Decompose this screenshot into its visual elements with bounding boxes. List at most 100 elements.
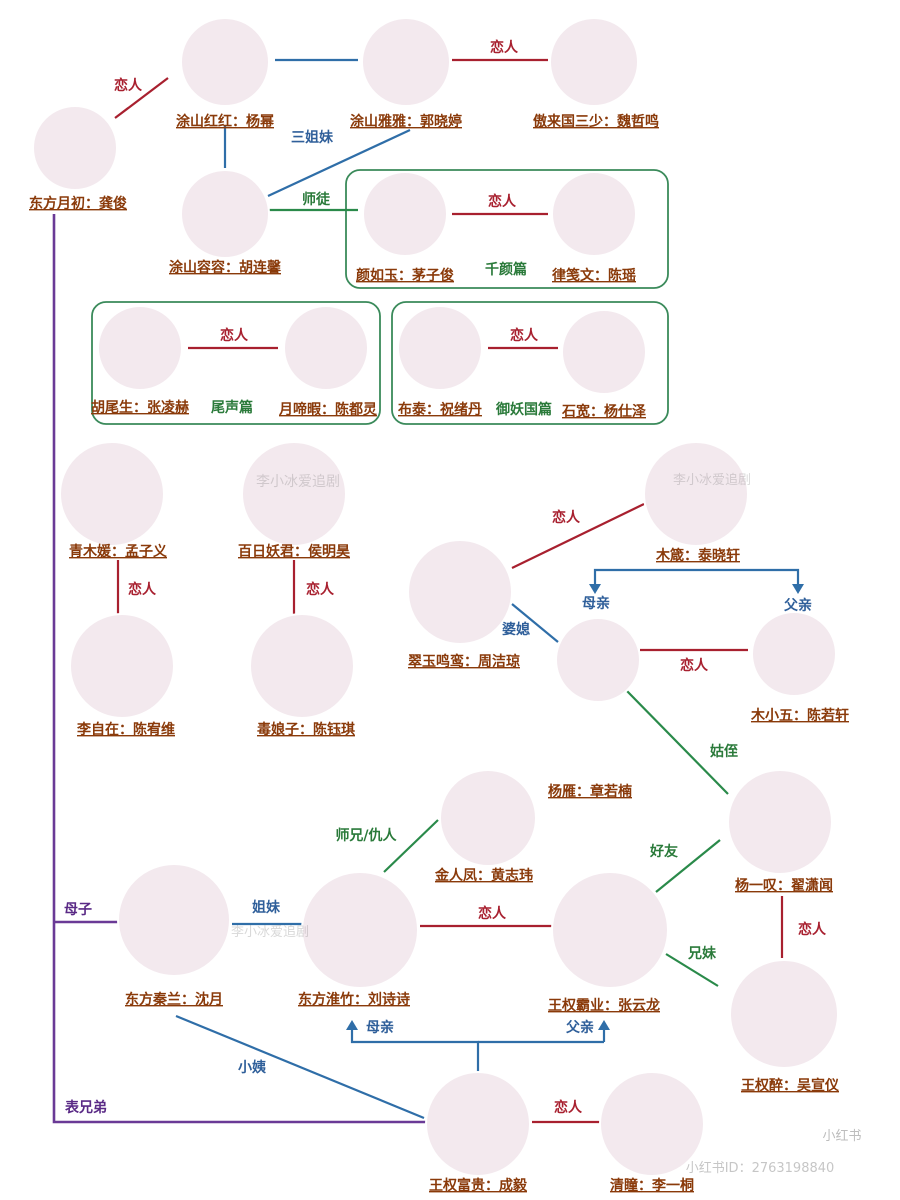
- portrait-aolai-sanshao[interactable]: [549, 17, 639, 107]
- portrait-dongfang-yuechu[interactable]: [32, 105, 118, 191]
- yuyao-group-box: [391, 301, 669, 425]
- name-lv-jianwen: 律笺文：陈瑶: [552, 267, 636, 284]
- arrow-fugui-mother: [346, 1020, 358, 1030]
- name-tushan-rongrong: 涂山容容：胡连馨: [169, 259, 282, 276]
- edge-baye-zui: [665, 953, 719, 987]
- watermark-id: 小红书ID：2763198840: [686, 1160, 835, 1176]
- name-tushan-honghong: 涂山红红：杨幂: [176, 113, 275, 130]
- edge-renfeng-huaizhu: [383, 819, 439, 873]
- edge-muzhen-children: [593, 568, 800, 590]
- portrait-bairi-yaojun[interactable]: [241, 441, 347, 547]
- portrait-dongfang-qinlan[interactable]: [117, 863, 231, 977]
- arrow-father: [792, 584, 804, 594]
- edge-fugui-parents: [350, 1024, 480, 1074]
- name-aolai-sanshao: 傲来国三少：魏哲鸣: [533, 113, 659, 130]
- name-wangquan-baye: 王权霸业：张云龙: [548, 997, 660, 1014]
- edge-yitan-baye: [655, 839, 721, 893]
- name-wangquan-zui: 王权醉：吴宣仪: [741, 1077, 840, 1094]
- edge-xiaoman-yitan: [625, 689, 729, 795]
- portrait-jin-renfeng[interactable]: [439, 769, 537, 867]
- name-yang-yitan: 杨一叹：翟潇闻: [735, 877, 833, 894]
- portrait-tushan-rongrong[interactable]: [180, 169, 270, 259]
- arrow-fugui-father: [598, 1020, 610, 1030]
- name-mu-xiaowu: 木小五：陈若轩: [750, 707, 849, 724]
- rel-weisheng-tixia: 恋人: [220, 327, 249, 344]
- name-jin-renfeng: 金人凤：黄志玮: [434, 867, 533, 884]
- name-mu-zhen: 木箴：泰晓轩: [655, 547, 740, 564]
- name-qing-muyuan: 青木媛：孟子义: [69, 543, 167, 560]
- name-dongfang-qinlan: 东方秦兰：沈月: [125, 991, 223, 1008]
- watermark-handle-3: 李小冰爱追剧: [231, 924, 309, 940]
- rel-father-2: 父亲: [565, 1019, 594, 1036]
- name-yang-yan: 杨雁：章若楠: [548, 783, 632, 800]
- rel-aunt: 小姨: [238, 1059, 267, 1076]
- rel-cousins: 表兄弟: [64, 1099, 107, 1116]
- portrait-shi-kuan[interactable]: [561, 309, 647, 395]
- rel-ruyu-jianwen: 恋人: [488, 193, 517, 210]
- portrait-cuiyu-mingluan[interactable]: [407, 539, 513, 645]
- platform-marks: 小红书 小红书ID：2763198840: [686, 1128, 862, 1176]
- portrait-li-zizai[interactable]: [69, 613, 175, 719]
- name-shi-kuan: 石宽：杨仕泽: [561, 403, 646, 420]
- name-bairi-yaojun: 百日妖君：侯明昊: [238, 543, 350, 560]
- rel-yaojun-niangzi: 恋人: [306, 581, 335, 598]
- portrait-hu-weisheng[interactable]: [97, 305, 183, 391]
- name-dongfang-huaizhu: 东方淮竹：刘诗诗: [298, 991, 410, 1008]
- name-tushan-yaya: 涂山雅雅：郭晓婷: [350, 113, 462, 130]
- rel-fugui-qingtong: 恋人: [554, 1099, 583, 1116]
- name-bu-tai: 布泰：祝绪丹: [398, 401, 482, 418]
- portrait-bu-tai[interactable]: [397, 305, 483, 391]
- edge-qinlan-fugui: [175, 1014, 425, 1120]
- portrait-mu-zhen[interactable]: [643, 441, 749, 547]
- watermark-platform: 小红书: [822, 1128, 861, 1144]
- rel-daughter-in-law: 婆媳: [502, 621, 530, 638]
- arc-yuyao: 御妖国篇: [495, 401, 552, 418]
- portrait-lv-jianwen[interactable]: [551, 171, 637, 257]
- rel-huaizhu-baye: 恋人: [478, 905, 507, 922]
- edges: [52, 58, 804, 1124]
- edge-mingluan-muzhen: [511, 503, 645, 569]
- rel-butai-shikuan: 恋人: [510, 327, 539, 344]
- edge-yaya-rongrong: [267, 129, 411, 197]
- portrait-wangquan-baye[interactable]: [551, 871, 669, 989]
- portrait-yue-tixia[interactable]: [283, 305, 369, 391]
- rel-brother-sister: 兄妹: [687, 945, 717, 962]
- portrait-du-niangzi[interactable]: [249, 613, 355, 719]
- name-qing-tong: 清瞳：李一桐: [610, 1177, 694, 1194]
- portrait-mu-xiaoman[interactable]: [555, 617, 641, 703]
- portrait-qing-tong[interactable]: [599, 1071, 705, 1177]
- portrait-yang-yitan[interactable]: [727, 769, 833, 875]
- portrait-yan-ruyu[interactable]: [362, 171, 448, 257]
- rel-xiaoman-xiaowu: 恋人: [680, 657, 709, 674]
- rel-mother-1: 母亲: [582, 595, 610, 612]
- weisheng-group-box: [91, 301, 381, 425]
- edge-yuechu-honghong: [114, 77, 169, 119]
- name-wangquan-fugui: 王权富贵：成毅: [429, 1177, 528, 1194]
- name-yan-ruyu: 颜如玉：茅子俊: [356, 267, 454, 284]
- portrait-qing-muyuan[interactable]: [59, 441, 165, 547]
- rel-mingluan-muzhen: 恋人: [552, 509, 581, 526]
- rel-yitan-zui: 恋人: [798, 921, 827, 938]
- name-hu-weisheng: 胡尾生：张凌赫: [91, 399, 189, 416]
- rel-muyuan-zizai: 恋人: [128, 581, 157, 598]
- rel-niece: 姑侄: [710, 743, 738, 760]
- rel-friend: 好友: [649, 843, 678, 860]
- arc-qianyan: 千颜篇: [485, 261, 527, 278]
- name-labels: 涂山红红：杨幂 涂山雅雅：郭晓婷 傲来国三少：魏哲鸣 东方月初：龚俊 涂山容容：…: [29, 113, 849, 1194]
- watermarks: 李小冰爱追剧 李小冰爱追剧 李小冰爱追剧: [231, 472, 751, 940]
- rel-yaya-sanshao: 恋人: [490, 39, 519, 56]
- portrait-wangquan-zui[interactable]: [729, 959, 839, 1069]
- name-cuiyu-mingluan: 翠玉鸣鸾：周洁琼: [408, 653, 520, 670]
- portraits: [32, 17, 839, 1177]
- portrait-dongfang-huaizhu[interactable]: [301, 871, 419, 989]
- edge-yuechu-mainline: [52, 214, 426, 1124]
- portrait-wangquan-fugui[interactable]: [425, 1071, 531, 1177]
- rel-senior-enemy: 师兄/仇人: [335, 827, 397, 844]
- rel-mother-2: 母亲: [366, 1019, 394, 1036]
- portrait-tushan-honghong[interactable]: [180, 17, 270, 107]
- portrait-tushan-yaya[interactable]: [361, 17, 451, 107]
- rel-father-1: 父亲: [783, 597, 812, 614]
- name-du-niangzi: 毒娘子：陈钰琪: [257, 721, 355, 738]
- portrait-mu-xiaowu[interactable]: [751, 611, 837, 697]
